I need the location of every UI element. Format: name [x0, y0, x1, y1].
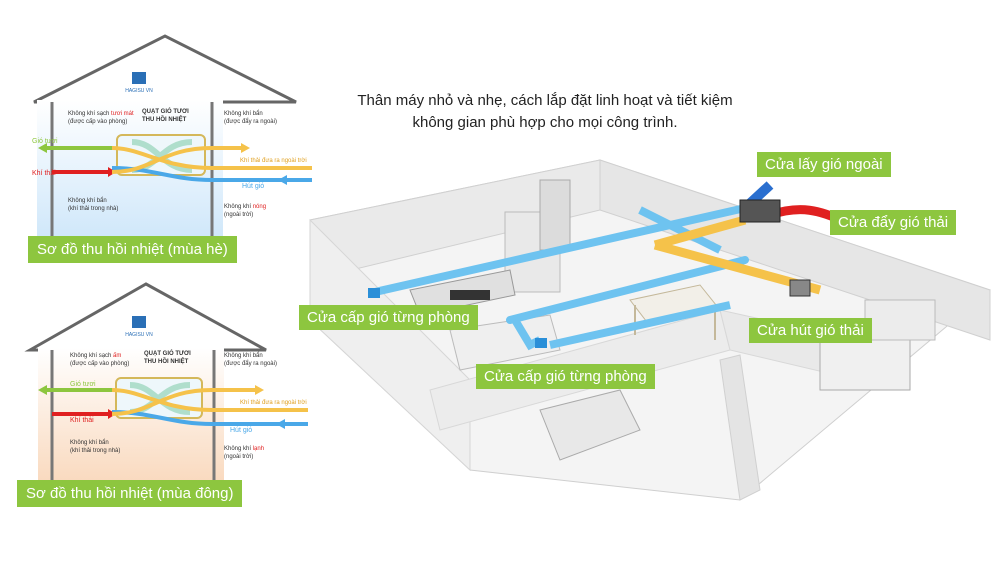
svg-text:HAGISU VN: HAGISU VN	[125, 332, 153, 338]
tv	[450, 290, 490, 300]
winter-top-left-2: (được cấp vào phòng)	[70, 361, 129, 367]
winter-fresh-air-label: Gió tươi	[70, 381, 96, 388]
headline-line-1: Thân máy nhỏ và nhẹ, cách lắp đặt linh h…	[357, 92, 733, 109]
summer-bottom-right-2: (ngoài trời)	[224, 212, 253, 218]
fresh-air-flow	[52, 388, 308, 412]
winter-bottom-left-2: (khí thải trong nhà)	[70, 448, 120, 454]
summer-bottom-left-2: (khí thải trong nhà)	[68, 206, 118, 212]
house-roof	[24, 282, 267, 352]
winter-bottom-left-1: Không khí bẩn	[70, 439, 109, 446]
exhaust-out-arrowhead	[255, 385, 264, 395]
exhaust-out-flow	[111, 146, 244, 174]
callout-supply-room-2: Cửa cấp gió từng phòng	[476, 364, 655, 389]
interior-wall-3	[719, 354, 761, 501]
summer-fresh-air-label: Gió tươi	[32, 138, 58, 145]
winter-bottom-right-1: Không khí lạnh	[224, 446, 264, 452]
exhaust-grille	[789, 279, 811, 297]
summer-exhaust-out-label: Khí thải đưa ra ngoài trời	[240, 158, 307, 164]
callout-outdoor-intake: Cửa lấy gió ngoài	[757, 152, 891, 177]
summer-house-svg: HAGISU VN Không khí sạch tươi mát (được …	[32, 34, 312, 240]
brand-logo: HAGISU VN	[125, 316, 153, 338]
callout-exhaust-push: Cửa đẩy gió thải	[830, 210, 957, 235]
fresh-air-flow	[52, 146, 312, 170]
summer-caption: Sơ đồ thu hồi nhiệt (mùa hè)	[28, 236, 237, 263]
hrv-unit	[739, 199, 781, 223]
exhaust-duct	[653, 215, 747, 250]
fresh-air-arrowhead	[38, 143, 47, 153]
winter-exhaust-in-label: Khí thải	[70, 417, 94, 424]
supply-diffuser-2	[535, 338, 547, 348]
apartment-svg	[309, 159, 992, 501]
winter-caption: Sơ đồ thu hồi nhiệt (mùa đông)	[17, 480, 243, 507]
winter-unit-title-1: QUẠT GIÓ TƯƠI	[144, 349, 191, 357]
intake-arrowhead	[276, 419, 285, 429]
winter-house-svg: HAGISU VN Không khí sạch ấm (được cấp và…	[24, 282, 308, 488]
winter-bottom-right-2: (ngoài trời)	[224, 454, 253, 460]
intake-flow	[111, 166, 312, 182]
winter-top-right-1: Không khí bẩn	[224, 352, 263, 359]
summer-exhaust-in-label: Khí thải	[32, 170, 56, 177]
brand-logo: HAGISU VN	[125, 72, 153, 94]
house-roof	[33, 34, 297, 104]
winter-top-right-2: (được đẩy ra ngoài)	[224, 360, 277, 367]
summer-top-right-1: Không khí bẩn	[224, 110, 263, 117]
winter-exhaust-out-label: Khí thải đưa ra ngoài trời	[240, 400, 307, 406]
supply-duct-long	[371, 204, 749, 296]
summer-bottom-left-1: Không khí bẩn	[68, 197, 107, 204]
headline: Thân máy nhỏ và nhẹ, cách lắp đặt linh h…	[330, 90, 760, 134]
intake-arrowhead	[278, 175, 287, 185]
bathroom-unit	[864, 299, 936, 341]
summer-unit-title-2: THU HỒI NHIỆT	[142, 115, 187, 123]
supply-duct-branch	[638, 206, 722, 254]
fridge	[539, 179, 571, 251]
winter-intake-label: Hút gió	[230, 427, 252, 434]
supply-diffuser-1	[368, 288, 380, 298]
svg-text:HAGISU VN: HAGISU VN	[125, 88, 153, 94]
callout-supply-room-1: Cửa cấp gió từng phòng	[299, 305, 478, 330]
summer-top-left-2: (được cấp vào phòng)	[68, 119, 127, 125]
supply-duct-mid	[506, 256, 749, 324]
callout-exhaust-suction: Cửa hút gió thải	[749, 318, 872, 343]
sofa	[539, 389, 641, 461]
winter-unit-title-2: THU HỒI NHIỆT	[144, 357, 189, 365]
summer-diagram: HAGISU VN Không khí sạch tươi mát (được …	[12, 30, 322, 270]
supply-duct-short	[549, 301, 731, 349]
summer-top-right-2: (được đẩy ra ngoài)	[224, 118, 277, 125]
back-wall-right	[599, 159, 991, 341]
apartment-illustration	[300, 140, 1000, 520]
summer-top-left-1: Không khí sạch tươi mát	[68, 111, 134, 117]
summer-unit-title-1: QUẠT GIÓ TƯƠI	[142, 107, 189, 115]
fresh-air-arrowhead	[38, 385, 47, 395]
headline-line-2: không gian phù hợp cho mọi công trình.	[412, 114, 678, 131]
winter-top-left-1: Không khí sạch ấm	[70, 353, 121, 359]
winter-diagram: HAGISU VN Không khí sạch ấm (được cấp và…	[17, 282, 328, 517]
exhaust-out-flow	[111, 388, 258, 416]
summer-bottom-right-1: Không khí nóng	[224, 204, 266, 210]
exhaust-out-arrowhead	[241, 143, 250, 153]
summer-intake-label: Hút gió	[242, 183, 264, 190]
